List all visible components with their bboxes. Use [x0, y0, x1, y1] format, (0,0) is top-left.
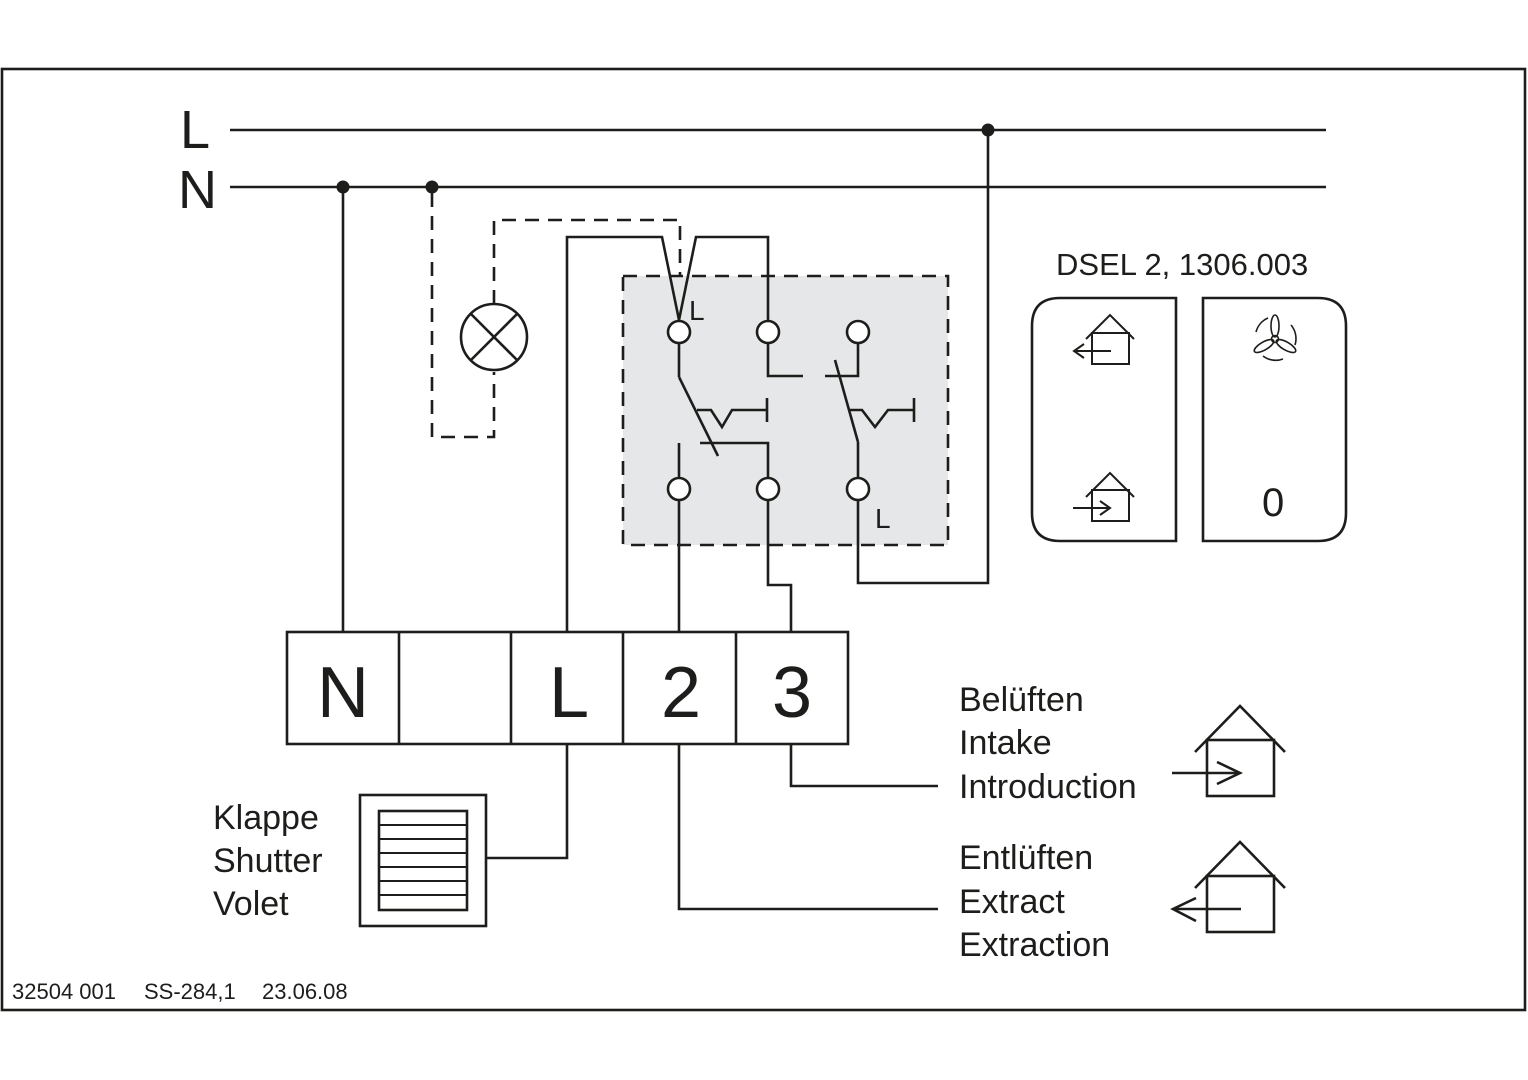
terminal-n: N — [317, 653, 369, 733]
shutter-label-en: Shutter — [213, 842, 323, 880]
house-extract-icon — [1170, 840, 1286, 934]
device-right-rocker: 0 — [1201, 296, 1348, 543]
footer-revision: SS-284,1 — [144, 979, 236, 1004]
switch-contact-top-2 — [755, 319, 781, 345]
footer-date: 23.06.08 — [262, 979, 348, 1004]
bus-label-neutral: N — [178, 160, 217, 220]
wire-contact-line-bus — [856, 130, 990, 585]
house-intake-icon — [1073, 471, 1135, 522]
extract-label-fr: Extraction — [959, 926, 1110, 964]
switch-module-border — [621, 274, 950, 547]
intake-label-fr: Introduction — [959, 768, 1137, 806]
shutter-icon — [358, 793, 488, 928]
terminal-2: 2 — [661, 653, 701, 733]
wire-shutter — [487, 744, 569, 860]
shutter-label-de: Klappe — [213, 799, 319, 837]
wire-contact-terminal-3 — [766, 500, 793, 632]
off-position-label: 0 — [1262, 481, 1284, 525]
contact-label-l-bottom: L — [875, 503, 891, 534]
shutter-label-fr: Volet — [213, 885, 289, 923]
house-extract-icon — [1072, 313, 1135, 365]
terminal-block: N L 2 3 — [285, 630, 850, 746]
lamp-icon — [459, 302, 529, 372]
terminal-l: L — [549, 653, 589, 733]
lamp-wire-supply — [492, 218, 682, 304]
house-intake-icon — [1172, 704, 1286, 798]
extract-label-en: Extract — [959, 883, 1065, 921]
switch-contact-bottom-1 — [666, 476, 692, 502]
terminal-3: 3 — [772, 653, 812, 733]
bus-label-line: L — [180, 100, 210, 160]
switch-contact-bottom-2 — [755, 476, 781, 502]
wire-extract — [677, 744, 938, 911]
intake-label-de: Belüften — [959, 681, 1084, 719]
fan-icon — [1253, 314, 1297, 362]
line-wire-terminal-l — [565, 235, 681, 632]
lamp-circuit — [430, 193, 682, 439]
switch-contact-top-3 — [845, 319, 871, 345]
intake-label-en: Intake — [959, 724, 1052, 762]
wire-intake — [789, 744, 938, 788]
switch-2 — [825, 343, 916, 477]
switch-1 — [677, 343, 803, 477]
lamp-wire-return — [430, 193, 496, 439]
switch-contact-top-1 — [666, 319, 692, 345]
device-title: DSEL 2, 1306.003 — [1056, 247, 1308, 282]
extract-label-de: Entlüften — [959, 839, 1093, 877]
contact-label-l-top: L — [689, 295, 705, 326]
switch-contact-bottom-3 — [845, 476, 871, 502]
line-wire-bridge — [677, 235, 770, 321]
junction-dot-neutral-2 — [425, 180, 439, 194]
footer-doc-number: 32504 001 — [12, 979, 116, 1004]
device-left-rocker — [1030, 296, 1178, 543]
